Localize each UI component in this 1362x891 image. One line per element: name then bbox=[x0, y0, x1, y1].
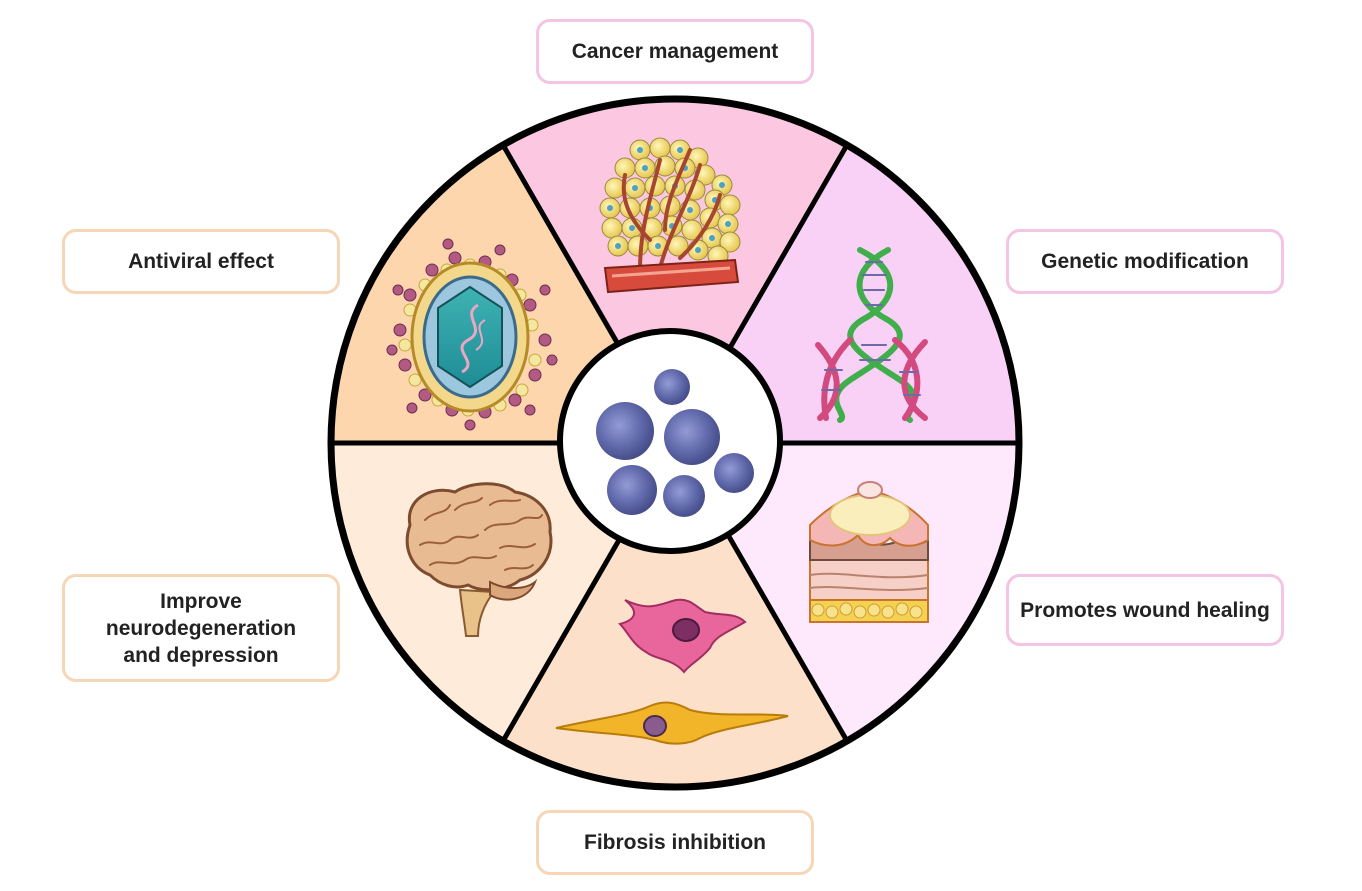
label-antiviral-effect: Antiviral effect bbox=[62, 229, 340, 294]
brain-icon bbox=[405, 482, 553, 637]
tumor-with-blood-vessels-icon bbox=[599, 137, 741, 294]
dna-double-helix-icon bbox=[815, 247, 928, 423]
virus-particle-icon bbox=[386, 238, 558, 431]
fibroblast-cells-icon bbox=[555, 598, 789, 745]
wheel-outer-ring bbox=[327, 95, 1023, 791]
label-promotes-wound-healing: Promotes wound healing bbox=[1006, 574, 1284, 646]
label-genetic-modification: Genetic modification bbox=[1006, 229, 1284, 294]
label-fibrosis-inhibition: Fibrosis inhibition bbox=[536, 810, 814, 875]
skin-wound-icon bbox=[809, 481, 929, 623]
stem-cells-icon bbox=[596, 369, 754, 517]
label-improve-neurodegeneration: Improve neurodegeneration and depression bbox=[62, 574, 340, 682]
label-cancer-management: Cancer management bbox=[536, 19, 814, 84]
